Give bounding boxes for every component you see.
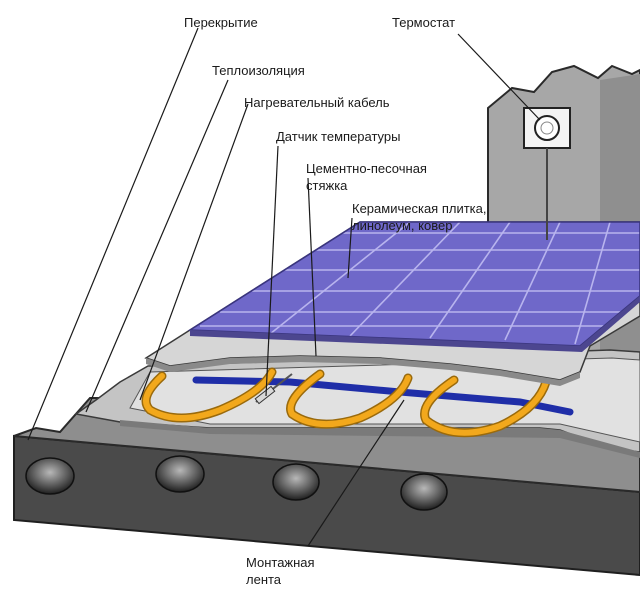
temperature-sensor (254, 373, 293, 405)
thermostat-icon (523, 107, 571, 240)
leader-lines (27, 27, 541, 547)
label-finish-line1: Керамическая плитка, (352, 201, 487, 216)
slab-hole (272, 463, 320, 501)
heating-cable (141, 367, 551, 438)
label-slab: Перекрытие (184, 15, 258, 30)
tile-grid (200, 222, 640, 345)
label-mounting-tape-line2: лента (246, 572, 282, 587)
label-heating-cable: Нагревательный кабель (244, 95, 390, 110)
label-insulation: Теплоизоляция (212, 63, 305, 78)
slab-hole (400, 473, 448, 511)
slab-hole (25, 457, 75, 495)
label-mounting-tape-line1: Монтажная (246, 555, 315, 570)
label-temperature-sensor: Датчик температуры (276, 129, 401, 144)
label-screed-line2: стяжка (306, 178, 348, 193)
label-finish-line2: линолеум, ковер (352, 218, 453, 233)
tile-surface (190, 222, 640, 346)
label-screed-line1: Цементно-песочная (306, 161, 427, 176)
slab-hole (155, 455, 205, 493)
label-thermostat: Термостат (392, 15, 456, 30)
